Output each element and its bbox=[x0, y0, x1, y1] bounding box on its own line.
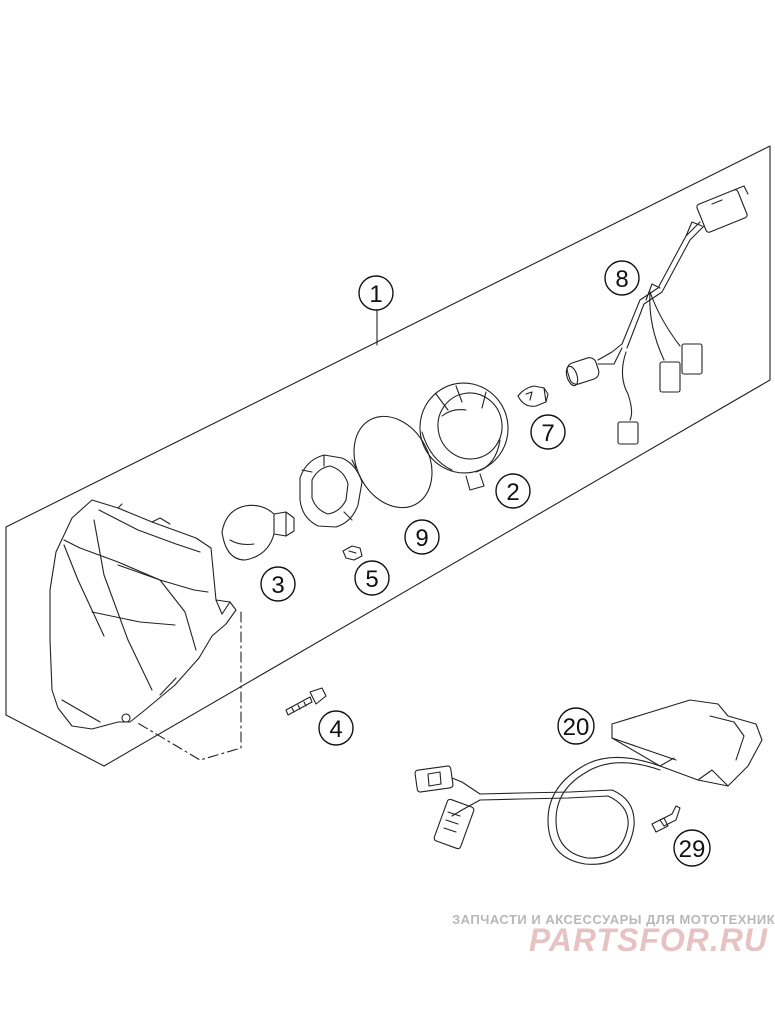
svg-text:1: 1 bbox=[369, 281, 382, 308]
callout-1: 1 bbox=[358, 275, 394, 311]
callout-2: 2 bbox=[495, 473, 531, 509]
callout-8: 8 bbox=[604, 260, 640, 296]
callout-20: 20 bbox=[557, 707, 595, 745]
watermark-tagline: ЗАПЧАСТИ И АКСЕССУАРЫ ДЛЯ МОТОТЕХНИКИ bbox=[452, 912, 775, 927]
callout-29: 29 bbox=[673, 829, 711, 867]
number-plate bbox=[611, 699, 763, 787]
retaining-clip bbox=[342, 545, 363, 561]
svg-text:3: 3 bbox=[271, 572, 284, 599]
svg-text:20: 20 bbox=[563, 714, 590, 741]
assembly-frame bbox=[5, 145, 771, 767]
mounting-line bbox=[135, 611, 242, 761]
watermark-logo: PARTSFOR.RU bbox=[528, 922, 768, 958]
svg-text:7: 7 bbox=[541, 420, 554, 447]
svg-text:8: 8 bbox=[615, 266, 628, 293]
plate-screw bbox=[651, 805, 681, 833]
svg-text:2: 2 bbox=[506, 479, 519, 506]
headlight-housing bbox=[49, 499, 237, 730]
mounting-screw bbox=[285, 687, 327, 716]
svg-text:4: 4 bbox=[329, 716, 342, 743]
reflector bbox=[419, 382, 509, 491]
bulb-h4 bbox=[221, 504, 295, 561]
bulb-holder-ring bbox=[299, 454, 363, 528]
parking-bulb bbox=[517, 385, 549, 407]
lens-disc bbox=[353, 415, 433, 509]
svg-text:5: 5 bbox=[365, 566, 378, 593]
callout-9: 9 bbox=[404, 519, 440, 555]
callout-5: 5 bbox=[354, 560, 390, 596]
plate-cable bbox=[414, 756, 661, 865]
svg-text:9: 9 bbox=[415, 525, 428, 552]
wiring-harness bbox=[565, 185, 749, 445]
callout-4: 4 bbox=[318, 710, 354, 746]
callout-7: 7 bbox=[530, 414, 566, 450]
callout-3: 3 bbox=[260, 566, 296, 602]
svg-text:29: 29 bbox=[679, 836, 706, 863]
